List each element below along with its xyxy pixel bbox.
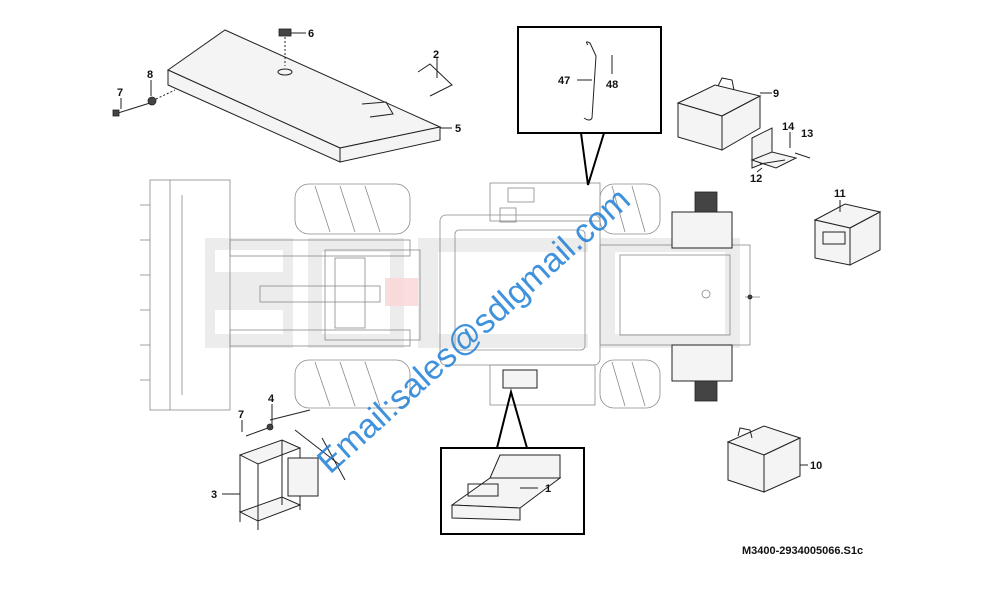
leader-lines	[222, 58, 808, 495]
callout-1: 1	[545, 483, 551, 495]
callout-7-top: 7	[117, 87, 123, 99]
callout-13: 13	[801, 128, 813, 140]
part-10-battery-box	[726, 425, 808, 493]
callout-7-bottom: 7	[238, 409, 244, 421]
callout-14: 14	[782, 121, 795, 133]
part-2-hook	[417, 62, 453, 97]
front-tires	[294, 183, 411, 409]
callout-4: 4	[268, 393, 275, 405]
part-9-battery-box	[676, 77, 772, 151]
part-11-cover	[813, 200, 882, 266]
machine-top-view	[140, 179, 760, 411]
part-7-8-bolt-washer	[112, 80, 176, 117]
sdlg-logo-watermark	[205, 238, 740, 348]
part-12-step	[750, 127, 811, 169]
callout-9: 9	[773, 88, 779, 100]
callout-47: 47	[558, 75, 570, 87]
callout-12: 12	[750, 173, 762, 185]
callout-6: 6	[308, 28, 314, 40]
callout-11: 11	[834, 188, 846, 200]
callout-5: 5	[455, 123, 461, 135]
part-5-panel	[166, 29, 442, 163]
bucket	[140, 179, 231, 411]
detail-box-47-48	[517, 26, 662, 186]
part-3-ladder	[238, 409, 346, 530]
detail-box-1	[440, 388, 585, 535]
part-6-plug	[278, 28, 306, 66]
rear-tires	[599, 183, 661, 409]
callout-3: 3	[211, 489, 217, 501]
callout-8: 8	[147, 69, 153, 81]
callout-2: 2	[433, 49, 439, 61]
drawing-id-label: M3400-2934005066.S1c	[742, 545, 864, 557]
callout-10: 10	[810, 460, 822, 472]
callout-48: 48	[606, 79, 618, 91]
